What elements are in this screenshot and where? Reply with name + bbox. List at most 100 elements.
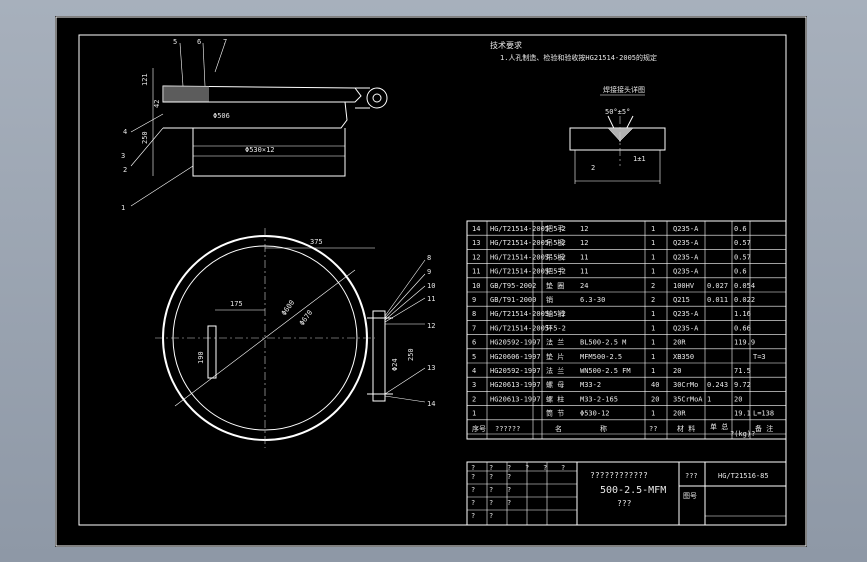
- title-line-1: ????????????: [590, 471, 648, 480]
- bom-cell-no: 5: [472, 353, 476, 361]
- balloon-9: 9: [427, 268, 431, 276]
- bom-cell-spec: MFM500-2.5: [580, 353, 622, 361]
- bom-cell-std: HG/T21514-2005-5-2: [490, 253, 566, 261]
- dim-190: 190: [197, 351, 205, 364]
- bom-cell-name: 吊 板: [546, 238, 564, 247]
- bom-cell-total-weight: 119.9: [734, 339, 755, 347]
- bom-cell-name: 环: [546, 324, 553, 332]
- bom-cell-no: 2: [472, 395, 476, 403]
- bom-cell-std: HG/T21514-2005-5-2: [490, 239, 566, 247]
- bom-cell-total-weight: 20: [734, 395, 742, 403]
- bom-cell-spec: M33-2-165: [580, 395, 618, 403]
- bom-cell-spec: 11: [580, 253, 588, 261]
- bom-cell-total-weight: 0.66: [734, 324, 751, 332]
- bom-cell-std: HG20592-1997: [490, 367, 541, 375]
- bom-header-note: 备 注: [755, 424, 773, 433]
- title-block-cell: ?: [489, 473, 493, 481]
- pipe-dim: Φ530×12: [245, 146, 275, 154]
- tech-req-text: 1.人孔制造、检验和验收按HG21514-2005的规定: [500, 53, 657, 62]
- section-view: Φ506 Φ530×12 121 42 250 5 6 7 4 3 2 1: [121, 38, 388, 212]
- bom-cell-std: HG20606-1997: [490, 353, 541, 361]
- bom-cell-name: 螺 母: [546, 380, 564, 389]
- weld-detail: 焊接接头详图 50°±5° 1±1 2: [569, 85, 666, 184]
- bom-cell-no: 1: [472, 410, 476, 418]
- bom-cell-unit-weight: 0.011: [707, 296, 728, 304]
- bom-header-std: ??????: [495, 425, 520, 433]
- bom-header-weight-unit: ?(kg)?: [730, 430, 755, 438]
- dim-121: 121: [141, 73, 149, 86]
- dim-250: 250: [141, 131, 149, 144]
- scale-label: 图号: [683, 492, 697, 500]
- bom-cell-material: Q235-A: [673, 225, 699, 233]
- bom-cell-material: 30CrMo: [673, 381, 698, 389]
- title-block-cell: ?: [561, 464, 565, 472]
- bom-cell-no: 3: [472, 381, 476, 389]
- title-block-cell: ?: [471, 464, 475, 472]
- bom-cell-name: 垫 片: [546, 352, 564, 361]
- bom-cell-std: HG20592-1997: [490, 339, 541, 347]
- balloon-4: 4: [123, 128, 127, 136]
- bom-header-no: 序号: [472, 424, 486, 433]
- dim-250-plan: 250: [407, 348, 415, 361]
- weld-detail-title: 焊接接头详图: [603, 85, 645, 94]
- bom-cell-no: 8: [472, 310, 476, 318]
- bom-cell-material: 20: [673, 367, 681, 375]
- bom-header-spec: 称: [600, 424, 607, 433]
- bom-cell-no: 11: [472, 268, 480, 276]
- bom-cell-no: 9: [472, 296, 476, 304]
- bom-cell-total-weight: 9.72: [734, 381, 751, 389]
- bom-cell-qty: 1: [651, 225, 655, 233]
- bom-cell-material: Q235-A: [673, 310, 699, 318]
- bom-header-qty: ??: [649, 425, 657, 433]
- bom-cell-std: HG20613-1997: [490, 395, 541, 403]
- bom-cell-total-weight: 0.6: [734, 225, 747, 233]
- inner-border: [78, 34, 787, 526]
- drawing-number: HG/T21516-85: [718, 472, 769, 480]
- bom-cell-name: 筒 节: [546, 409, 564, 418]
- dim-375: 375: [310, 238, 323, 246]
- bom-cell-total-weight: 0.054: [734, 282, 755, 290]
- dim-phi600: Φ600: [280, 299, 296, 317]
- bom-cell-std: GB/T91-2000: [490, 296, 536, 304]
- balloon-1: 1: [121, 204, 125, 212]
- bom-cell-name: 吊 板: [546, 252, 564, 261]
- handle-icon: [207, 325, 217, 379]
- bom-cell-note: T=3: [753, 353, 766, 361]
- bom-cell-total-weight: 71.5: [734, 367, 751, 375]
- bom-cell-spec: Φ530-12: [580, 410, 610, 418]
- bom-cell-std: HG/T21514-2005-5-2: [490, 310, 566, 318]
- bom-cell-name: 把 手: [546, 224, 564, 233]
- tech-req-title: 技术要求: [490, 40, 522, 50]
- bom-cell-material: Q235-A: [673, 239, 699, 247]
- bom-cell-material: 100HV: [673, 282, 695, 290]
- dim-42: 42: [153, 100, 161, 108]
- bom-cell-spec: M33-2: [580, 381, 601, 389]
- title-block-cell: ?: [507, 464, 511, 472]
- bom-cell-qty: 40: [651, 381, 659, 389]
- title-block-cell: ?: [507, 473, 511, 481]
- bom-cell-name: 轴 销: [546, 309, 564, 318]
- bom-cell-unit-weight: 0.027: [707, 282, 728, 290]
- dim-175: 175: [230, 300, 243, 308]
- bom-cell-spec: WN500-2.5 FM: [580, 367, 631, 375]
- balloon-10: 10: [427, 282, 435, 290]
- bom-cell-name: 销: [546, 295, 553, 304]
- bom-cell-no: 6: [472, 339, 476, 347]
- bom-header-name: 名: [555, 424, 562, 433]
- bom-header-weight: 单 总: [710, 422, 728, 431]
- plan-view: 375 175 Φ600 Φ670 190 Φ24 250 8 9 10 11 …: [155, 228, 435, 448]
- bom-cell-name: 法 兰: [546, 366, 564, 375]
- title-block-cell: ?: [525, 464, 529, 472]
- bom-cell-qty: 2: [651, 296, 655, 304]
- bom-cell-no: 12: [472, 253, 480, 261]
- bom-cell-name: 法 兰: [546, 338, 564, 347]
- bom-cell-qty: 1: [651, 239, 655, 247]
- weld-dim-a: 1±1: [633, 155, 646, 163]
- title-line-3: ???: [617, 499, 632, 508]
- bom-cell-spec: 12: [580, 225, 588, 233]
- bom-cell-std: GB/T95-2002: [490, 282, 536, 290]
- balloon-6: 6: [197, 38, 201, 46]
- hinge-plate: [372, 310, 386, 402]
- bom-cell-spec: 6.3-30: [580, 296, 605, 304]
